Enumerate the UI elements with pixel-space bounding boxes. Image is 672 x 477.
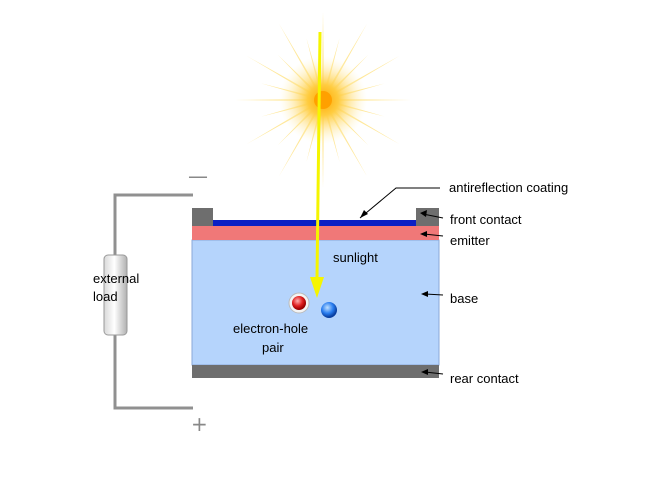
antireflection-coating-label: antireflection coating [449,180,568,195]
front-contact-pointer-line [422,213,444,219]
electron-hole-label-line1: electron-hole [233,321,308,336]
rear-contact-layer [192,365,439,378]
front-contact-left [192,208,213,226]
sunlight-arrow-head [310,277,324,298]
base-pointer-head [421,291,428,297]
hole-particle [321,302,337,318]
rear-contact-label: rear contact [450,371,519,386]
sunlight-arrow-shaft [315,31,322,279]
antireflection-pointer-line [359,187,440,219]
emitter-pointer-head [420,231,427,237]
electron-particle [292,296,306,310]
antireflection-coating-layer [213,220,416,226]
front-contact-pointer-head [420,210,427,217]
sunlight-label: sunlight [333,250,378,265]
sun-icon [235,12,411,188]
external-load-label-line2: load [93,289,118,304]
base-label: base [450,291,478,306]
front-contact-label: front contact [450,212,522,227]
electron-hole-label-line2: pair [262,340,284,355]
positive-terminal-sign: + [191,412,208,436]
emitter-pointer-line [423,233,444,237]
external-load-label-line1: external [93,271,139,286]
emitter-layer [192,226,439,240]
antireflection-pointer-head [360,210,368,218]
base-layer [191,239,440,366]
external-load-resistor [103,254,128,336]
emitter-label: emitter [450,233,490,248]
negative-terminal-sign: — [188,164,208,188]
sun-core [314,91,332,109]
rear-contact-pointer-head [421,369,428,375]
